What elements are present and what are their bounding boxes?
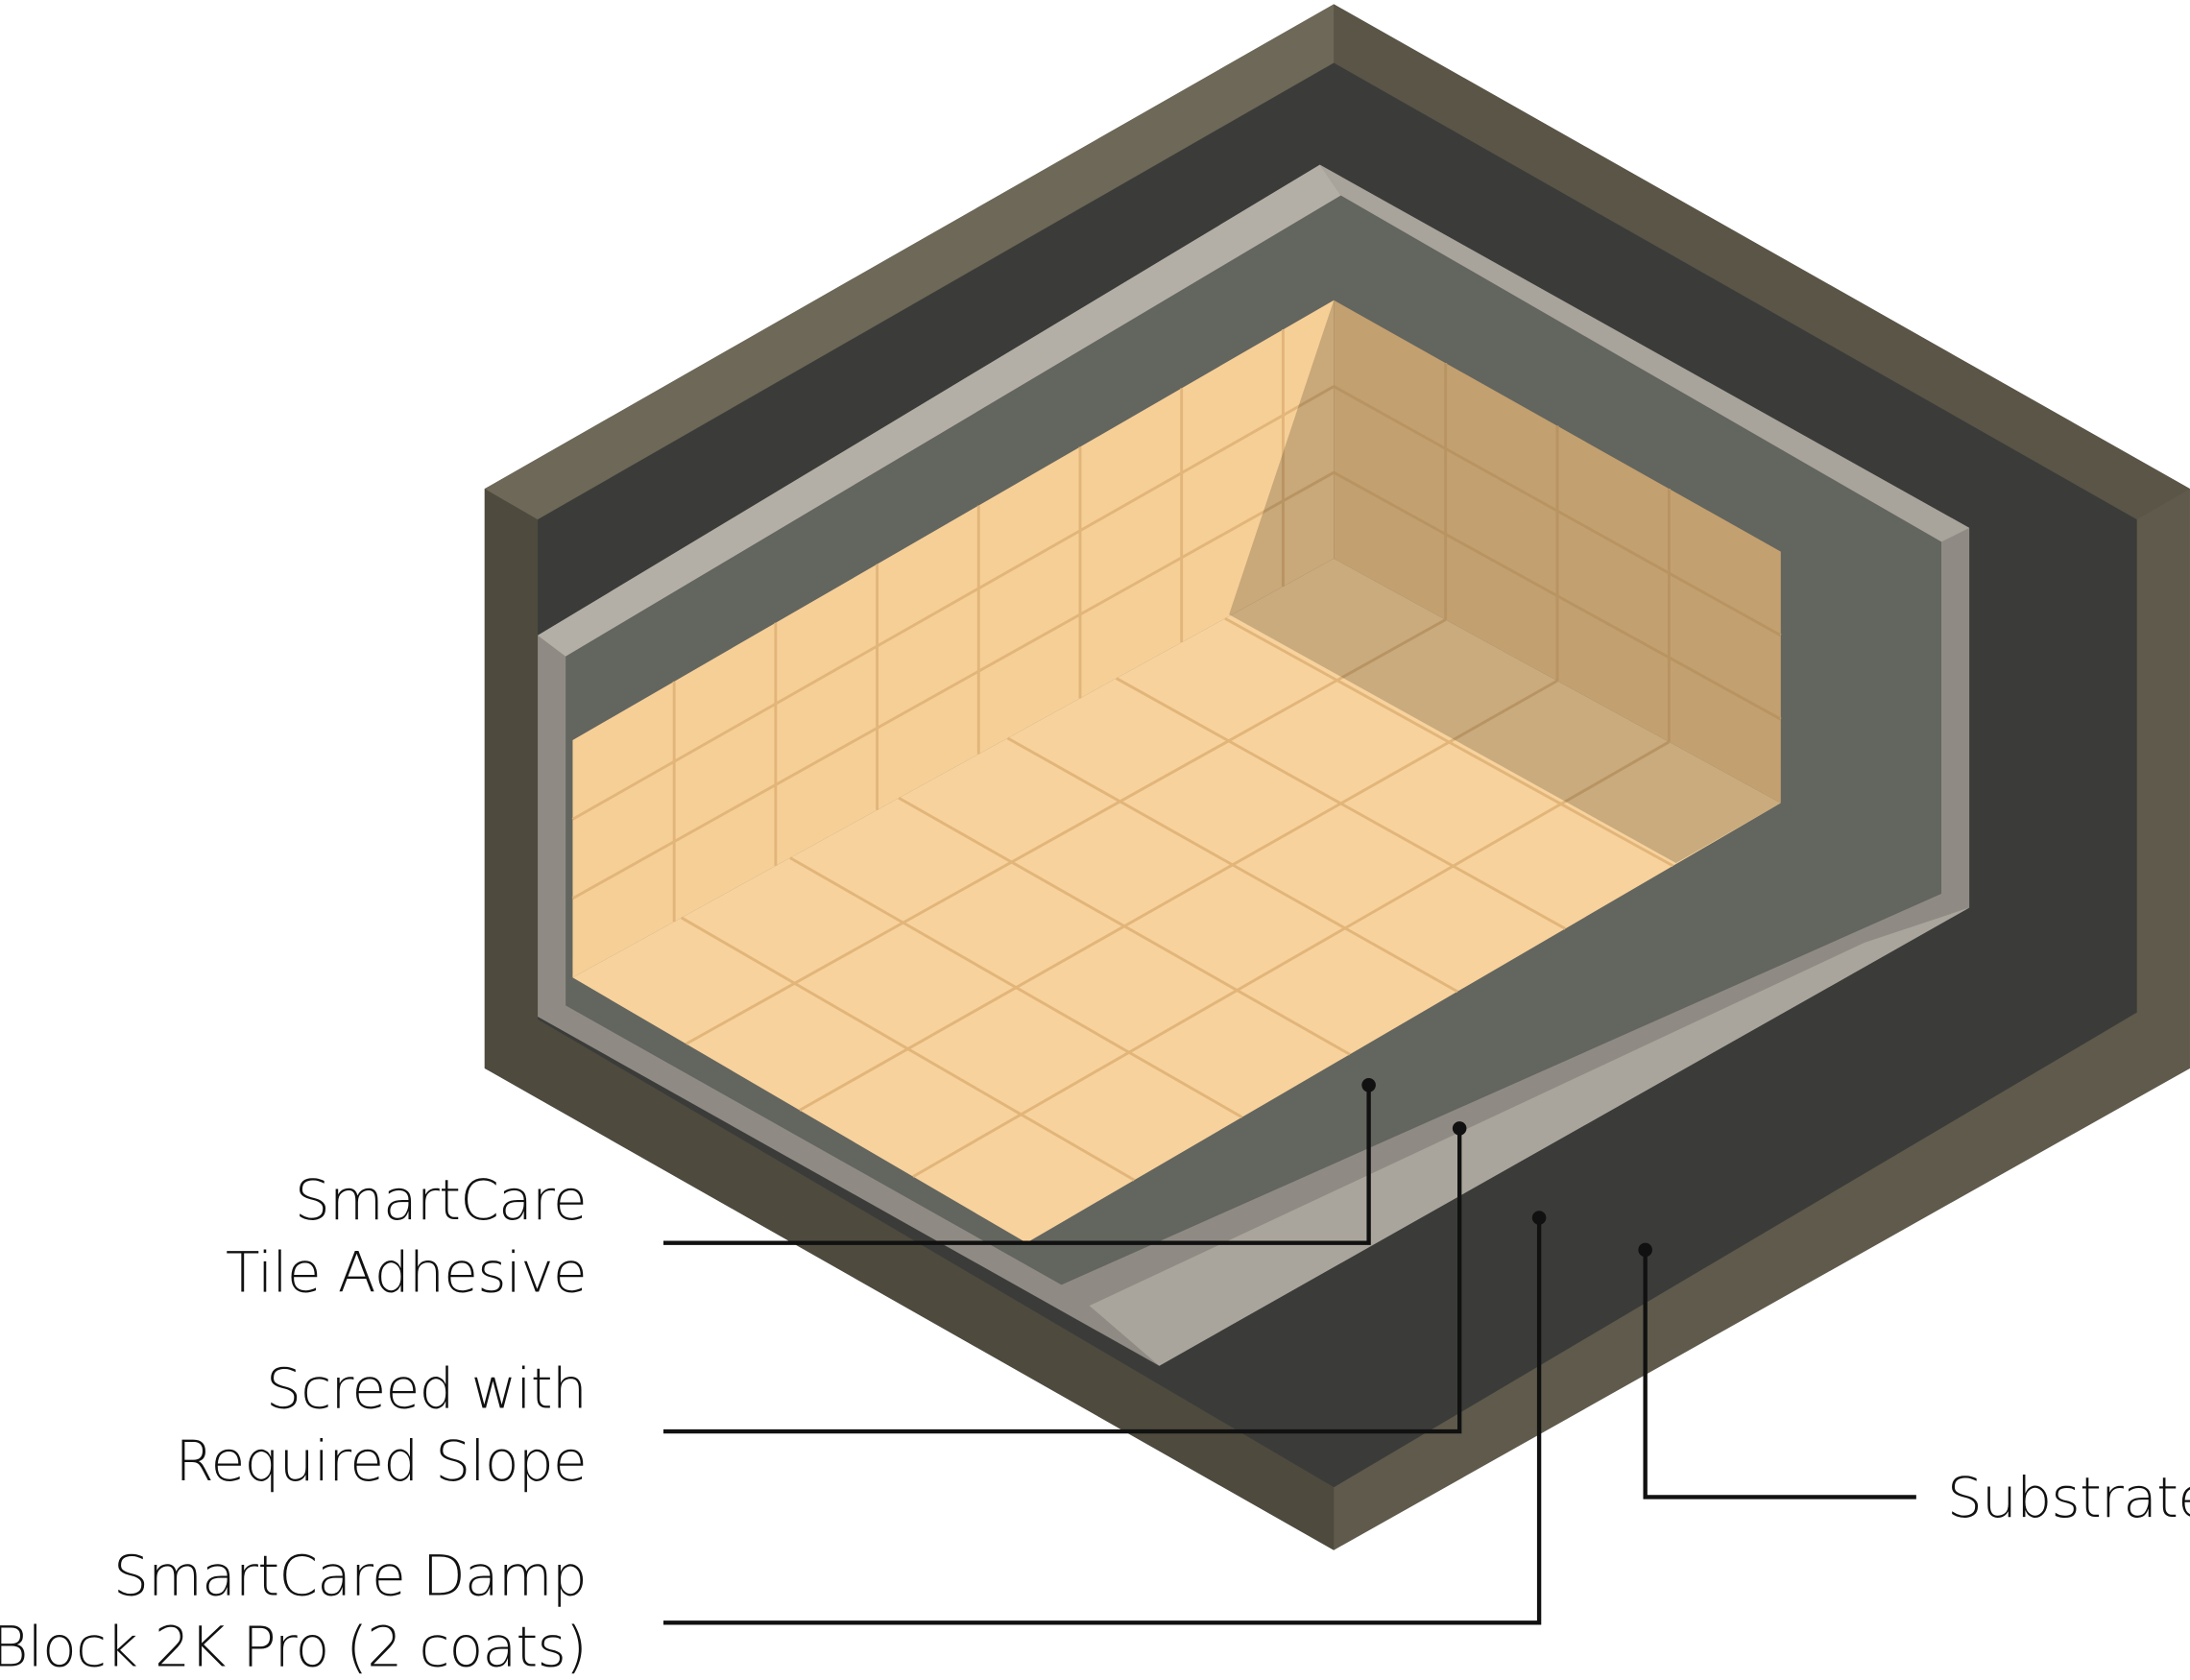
callout-substrate: Substrate [1638,1242,2190,1530]
grout-line [1333,385,1782,637]
label-substrate: Substrate [1947,1465,2190,1530]
label-tile-adhesive-line1: SmartCare [295,1167,587,1233]
grout-line [571,470,1335,900]
grout-line [571,385,1335,821]
callouts: SmartCare Tile Adhesive Screed with Requ… [0,1078,2190,1679]
label-tile-adhesive-line2: Tile Adhesive [226,1240,587,1306]
label-damp-block-line2: Block 2K Pro (2 coats) [0,1614,587,1679]
callout-damp-block: SmartCare Damp Block 2K Pro (2 coats) [0,1211,1547,1679]
label-damp-block-line1: SmartCare Damp [113,1543,587,1608]
callout-screed: Screed with Required Slope [175,1121,1467,1494]
grout-line [912,740,1671,1178]
label-screed-line2: Required Slope [175,1428,587,1494]
label-screed-line1: Screed with [266,1356,587,1421]
grout-line [799,679,1558,1112]
grout-line [685,618,1447,1045]
tiled-walls-floor [571,300,1782,1243]
grout-line [1333,470,1782,721]
callout-tile-adhesive: SmartCare Tile Adhesive [226,1078,1376,1306]
